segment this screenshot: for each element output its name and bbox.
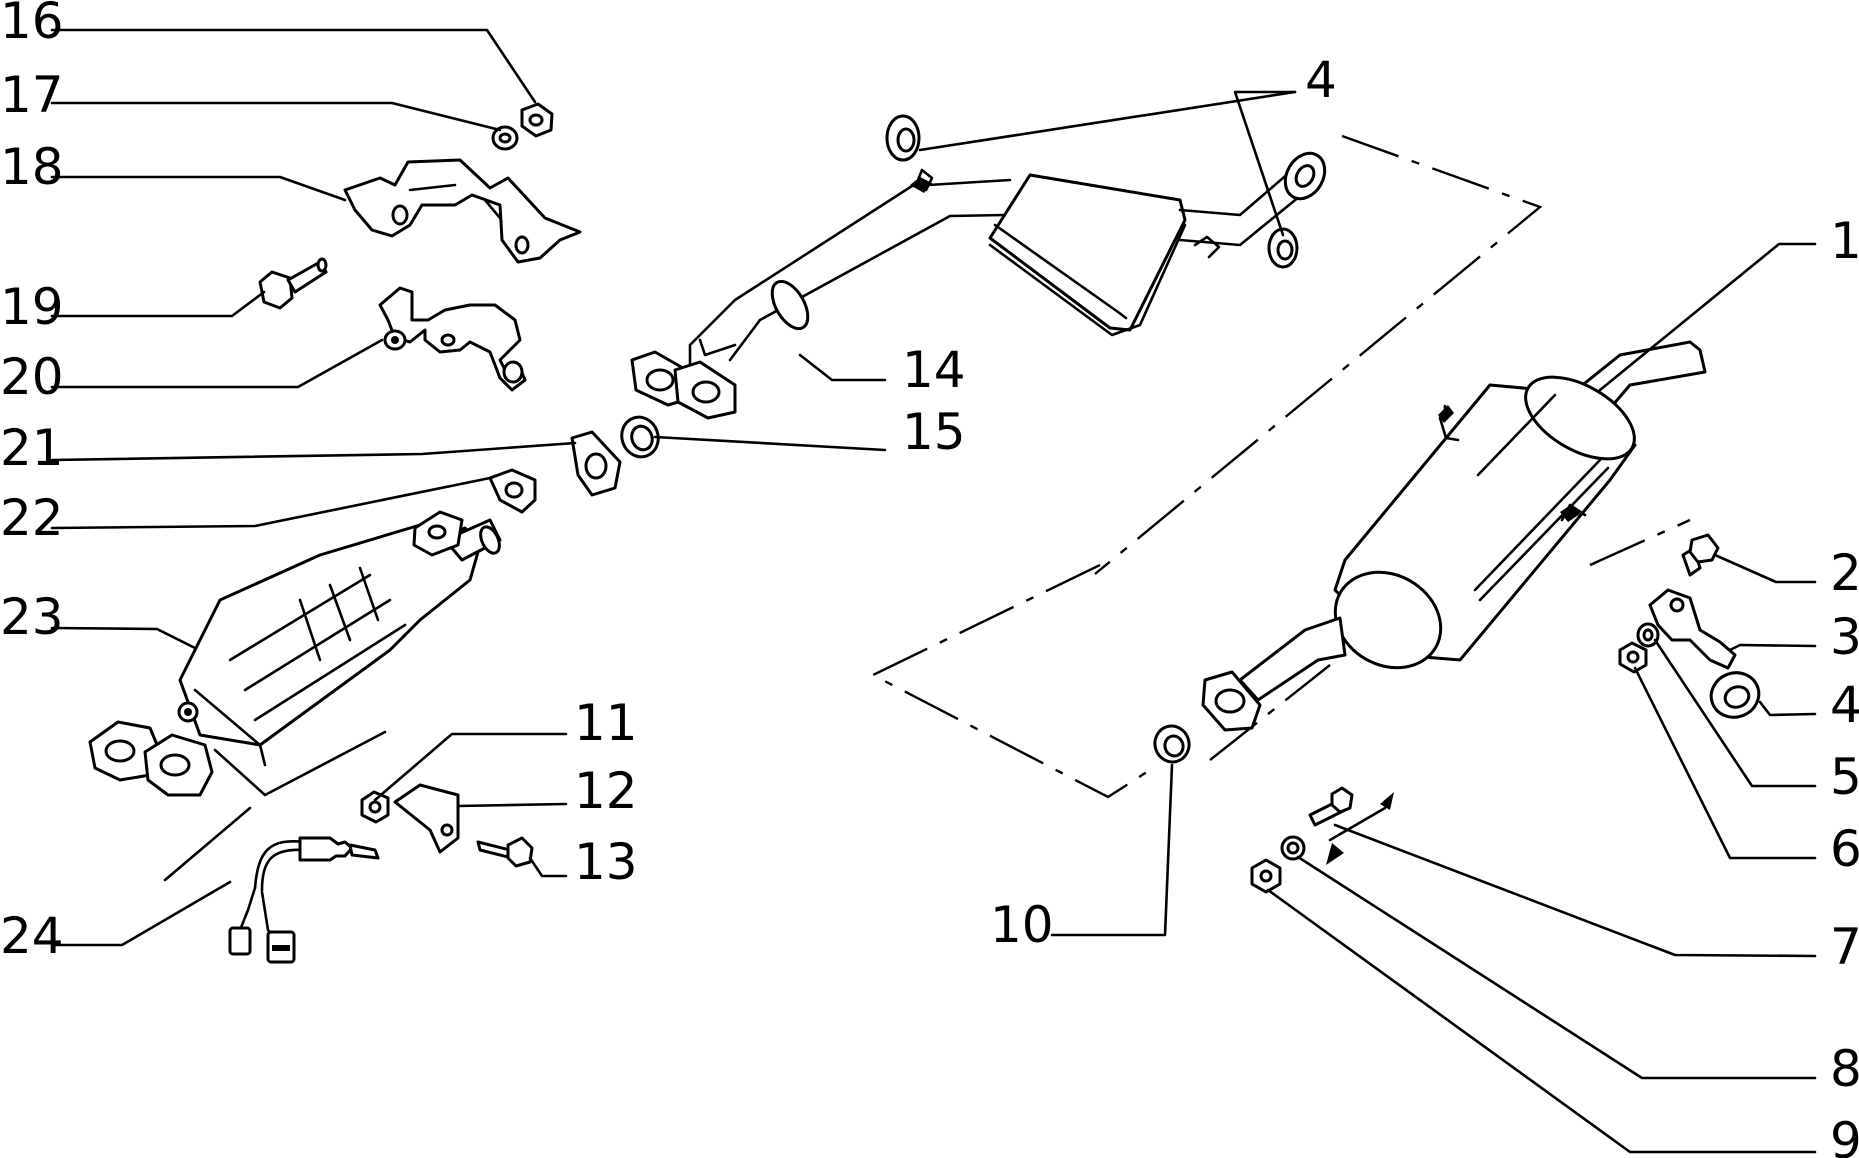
callout-15: 15	[902, 403, 966, 461]
plate-12	[393, 783, 460, 854]
hardware-right	[1250, 533, 1761, 894]
nut-16	[520, 102, 554, 138]
callout-1: 1	[1830, 212, 1859, 270]
callout-14: 14	[902, 341, 966, 399]
callout-18: 18	[0, 138, 64, 196]
callout-20: 20	[0, 348, 64, 406]
callout-4-top: 4	[1305, 51, 1337, 109]
rubber-ring-4	[885, 114, 1299, 269]
assembly-outline	[870, 134, 1691, 799]
callout-16: 16	[0, 0, 64, 50]
callout-3: 3	[1830, 608, 1859, 666]
callout-8: 8	[1830, 1040, 1859, 1098]
bolt-19	[258, 257, 328, 310]
nut-11	[360, 790, 390, 824]
bolt-2	[1681, 533, 1720, 577]
bracket-18	[343, 158, 582, 264]
callout-7: 7	[1830, 918, 1859, 976]
callout-21: 21	[0, 419, 64, 477]
callout-24: 24	[0, 907, 64, 965]
rubber-ring-4-right	[1709, 671, 1761, 719]
callout-4-right: 4	[1830, 676, 1859, 734]
hardware-center	[228, 724, 1191, 964]
callout-10: 10	[990, 896, 1054, 954]
washer-5	[1636, 622, 1660, 648]
gasket-21	[570, 430, 622, 497]
callout-19: 19	[0, 278, 64, 336]
lambda-sensor-24	[228, 836, 380, 964]
gasket-22	[488, 468, 537, 514]
washer-8	[1280, 835, 1306, 861]
callout-12: 12	[574, 762, 638, 820]
callout-6: 6	[1830, 820, 1859, 878]
hardware-left-column	[258, 102, 1299, 514]
leader-lines	[50, 28, 1817, 1154]
bracket-3	[1648, 588, 1737, 670]
nut-9	[1250, 858, 1282, 894]
callout-9: 9	[1830, 1112, 1859, 1158]
callout-23: 23	[0, 588, 64, 646]
callout-5: 5	[1830, 748, 1859, 806]
callout-2: 2	[1830, 544, 1859, 602]
catalytic-converter	[88, 510, 502, 882]
rear-muffler	[1201, 340, 1707, 732]
washer-17	[491, 125, 519, 151]
callout-17: 17	[0, 66, 64, 124]
strap-bracket-20	[378, 286, 527, 392]
callout-22: 22	[0, 489, 64, 547]
nut-6	[1618, 641, 1648, 674]
bolt-13	[476, 836, 534, 868]
sealing-ring-10	[1153, 724, 1191, 764]
sealing-ring-15	[620, 415, 660, 459]
intermediate-pipe-with-silencer	[630, 151, 1327, 420]
callout-13: 13	[574, 833, 638, 891]
callout-11: 11	[574, 694, 638, 752]
bolt-7	[1308, 786, 1354, 827]
